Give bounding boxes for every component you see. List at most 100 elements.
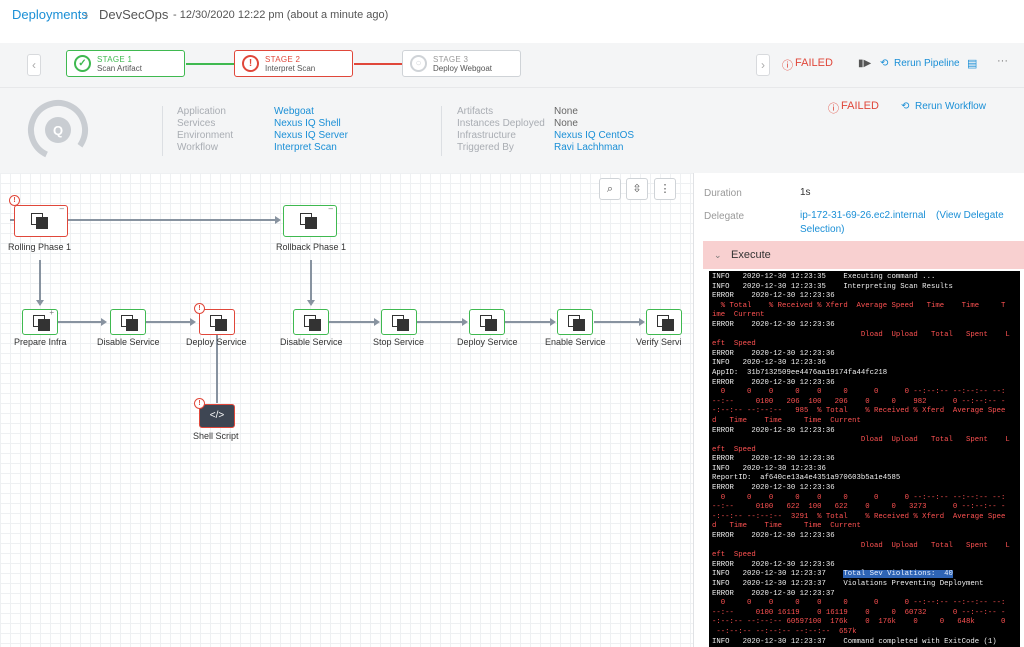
stage-3[interactable]: ○ STAGE 3 Deploy Webgoat — [402, 50, 521, 77]
phase-node-rolling[interactable]: – — [14, 204, 68, 237]
step-node-stop-service[interactable] — [381, 309, 417, 335]
step-label: Verify Servi — [636, 337, 682, 347]
step-label: Enable Service — [545, 337, 606, 347]
step-node-deploy-service-2[interactable] — [469, 309, 505, 335]
pipeline-more-button[interactable]: ··· — [997, 55, 1008, 67]
artifacts-value: None — [554, 106, 578, 117]
step-node-deploy-service[interactable] — [199, 309, 235, 335]
environment-link[interactable]: Nexus IQ Server — [274, 130, 348, 141]
connector — [310, 260, 312, 300]
step-label: Deploy Service — [186, 337, 247, 347]
services-link[interactable]: Nexus IQ Shell — [274, 118, 341, 129]
workflow-info-panel: Q Application Services Environment Workf… — [0, 87, 1024, 173]
step-label: Stop Service — [373, 337, 425, 347]
log-line: d Time Time Time Current — [712, 416, 861, 425]
log-line: ERROR 2020-12-30 12:23:37 — [712, 589, 835, 598]
stage-1[interactable]: ✓ STAGE 1 Scan Artifact — [66, 50, 185, 77]
rerun-icon: ⟲ — [880, 58, 889, 69]
triggered-by-link[interactable]: Ravi Lachhman — [554, 142, 624, 153]
divider — [441, 106, 442, 156]
arrow — [101, 318, 107, 326]
phase-label-rollback: Rollback Phase 1 — [276, 242, 347, 252]
stage-prev-button[interactable]: ‹ — [27, 54, 41, 76]
execute-label: Execute — [731, 249, 771, 261]
error-icon: ! — [242, 55, 259, 72]
log-line: AppID: 31b7132509ee4476aa19174fa44fc218 — [712, 368, 888, 377]
svg-text:Q: Q — [53, 123, 63, 138]
duration-label: Duration — [704, 188, 742, 199]
chevron-down-icon: ⌄ — [714, 250, 722, 260]
stage-1-number: STAGE 1 — [97, 55, 133, 64]
shell-script-node[interactable]: </> — [199, 404, 235, 428]
arrow — [550, 318, 556, 326]
stage-next-button[interactable]: › — [756, 54, 770, 76]
rerun-pipeline-button[interactable]: Rerun Pipeline — [894, 58, 960, 69]
log-line: eft Speed — [712, 551, 756, 560]
log-line: ERROR 2020-12-30 12:23:36 — [712, 560, 835, 569]
log-line: Dload Upload Total Spent L — [712, 330, 1010, 339]
infrastructure-link[interactable]: Nexus IQ CentOS — [554, 130, 635, 141]
log-line: --:-- 0100 206 100 206 0 0 982 0 --:--:-… — [712, 397, 1006, 406]
connector — [39, 260, 41, 300]
workflow-status: FAILED — [841, 100, 879, 112]
step-node-disable-service-2[interactable] — [293, 309, 329, 335]
log-line: ReportID: af640ce13a4e4351a970603b5a1e45… — [712, 474, 901, 483]
log-line: --:-- 0100 16119 0 16119 0 0 60732 0 --:… — [712, 608, 1006, 617]
infrastructure-label: Infrastructure — [457, 130, 516, 141]
workflow-link[interactable]: Interpret Scan — [274, 142, 337, 153]
phase-node-rollback[interactable]: – — [283, 204, 337, 237]
search-icon[interactable]: ⌕ — [599, 178, 621, 200]
arrow — [307, 300, 315, 306]
log-line: eft Speed — [712, 340, 756, 349]
stage-3-number: STAGE 3 — [433, 55, 469, 64]
breadcrumb-separator: › — [84, 7, 89, 22]
error-icon: ! — [194, 303, 205, 314]
log-line: --:-- 0100 622 100 622 0 0 3273 0 --:--:… — [712, 503, 1006, 512]
log-line: INFO 2020-12-30 12:23:36 — [712, 464, 826, 473]
step-node-verify-service[interactable] — [646, 309, 682, 335]
stage-2[interactable]: ! STAGE 2 Interpret Scan — [234, 50, 353, 77]
services-label: Services — [177, 118, 216, 129]
step-node-enable-service[interactable] — [557, 309, 593, 335]
failed-icon: ⓘ — [782, 60, 793, 72]
execution-log[interactable]: INFO 2020-12-30 12:23:35 Executing comma… — [709, 271, 1020, 647]
stage-3-name: Deploy Webgoat — [433, 64, 492, 73]
header: Deployments › DevSecOps - 12/30/2020 12:… — [0, 0, 1024, 30]
rerun-workflow-button[interactable]: Rerun Workflow — [915, 101, 986, 112]
expand-collapse-icon[interactable]: ⇳ — [626, 178, 648, 200]
arrow — [374, 318, 380, 326]
artifacts-label: Artifacts — [457, 106, 494, 117]
delegate-label: Delegate — [704, 211, 745, 222]
log-line: INFO 2020-12-30 12:23:35 Executing comma… — [712, 273, 936, 281]
error-icon: ! — [194, 398, 205, 409]
step-play-icon[interactable]: ▮▶ — [858, 58, 872, 69]
view-delegate-selection-link[interactable]: Selection) — [800, 224, 845, 235]
rerun-icon: ⟲ — [901, 101, 910, 112]
instances-value: None — [554, 118, 578, 129]
log-line: ERROR 2020-12-30 12:23:36 — [712, 426, 835, 435]
log-line: ERROR 2020-12-30 12:23:36 — [712, 455, 835, 464]
code-icon: </> — [209, 410, 225, 421]
layout-icon[interactable]: ⋮ — [654, 178, 676, 200]
execute-section-header[interactable]: ⌄ Execute — [703, 241, 1024, 269]
stage-bar: ‹ ✓ STAGE 1 Scan Artifact ! STAGE 2 Inte… — [0, 43, 1024, 87]
log-line: INFO 2020-12-30 12:23:35 Interpreting Sc… — [712, 282, 953, 291]
step-node-disable-service[interactable] — [110, 309, 146, 335]
arrow — [36, 300, 44, 306]
connector — [594, 321, 639, 323]
notes-icon[interactable]: ▤ — [967, 58, 978, 70]
view-delegate-selection-link[interactable]: (View Delegate — [936, 210, 1004, 221]
step-node-prepare-infra[interactable]: + — [22, 308, 58, 335]
step-label: Prepare Infra — [14, 337, 67, 347]
triggered-by-label: Triggered By — [457, 142, 514, 153]
page-title: DevSecOps — [99, 7, 169, 22]
duration-value: 1s — [800, 187, 811, 198]
workflow-status-icon: Q — [28, 100, 88, 160]
workflow-graph-canvas[interactable]: ⌕ ⇳ ⋮ – ! Rolling Phase 1 – Rollback Pha… — [0, 173, 694, 647]
connector — [10, 219, 275, 221]
application-link[interactable]: Webgoat — [274, 106, 314, 117]
instances-label: Instances Deployed — [457, 118, 545, 129]
arrow — [639, 318, 645, 326]
breadcrumb-deployments[interactable]: Deployments — [12, 7, 88, 22]
log-line: INFO 2020-12-30 12:23:36 — [712, 359, 826, 368]
